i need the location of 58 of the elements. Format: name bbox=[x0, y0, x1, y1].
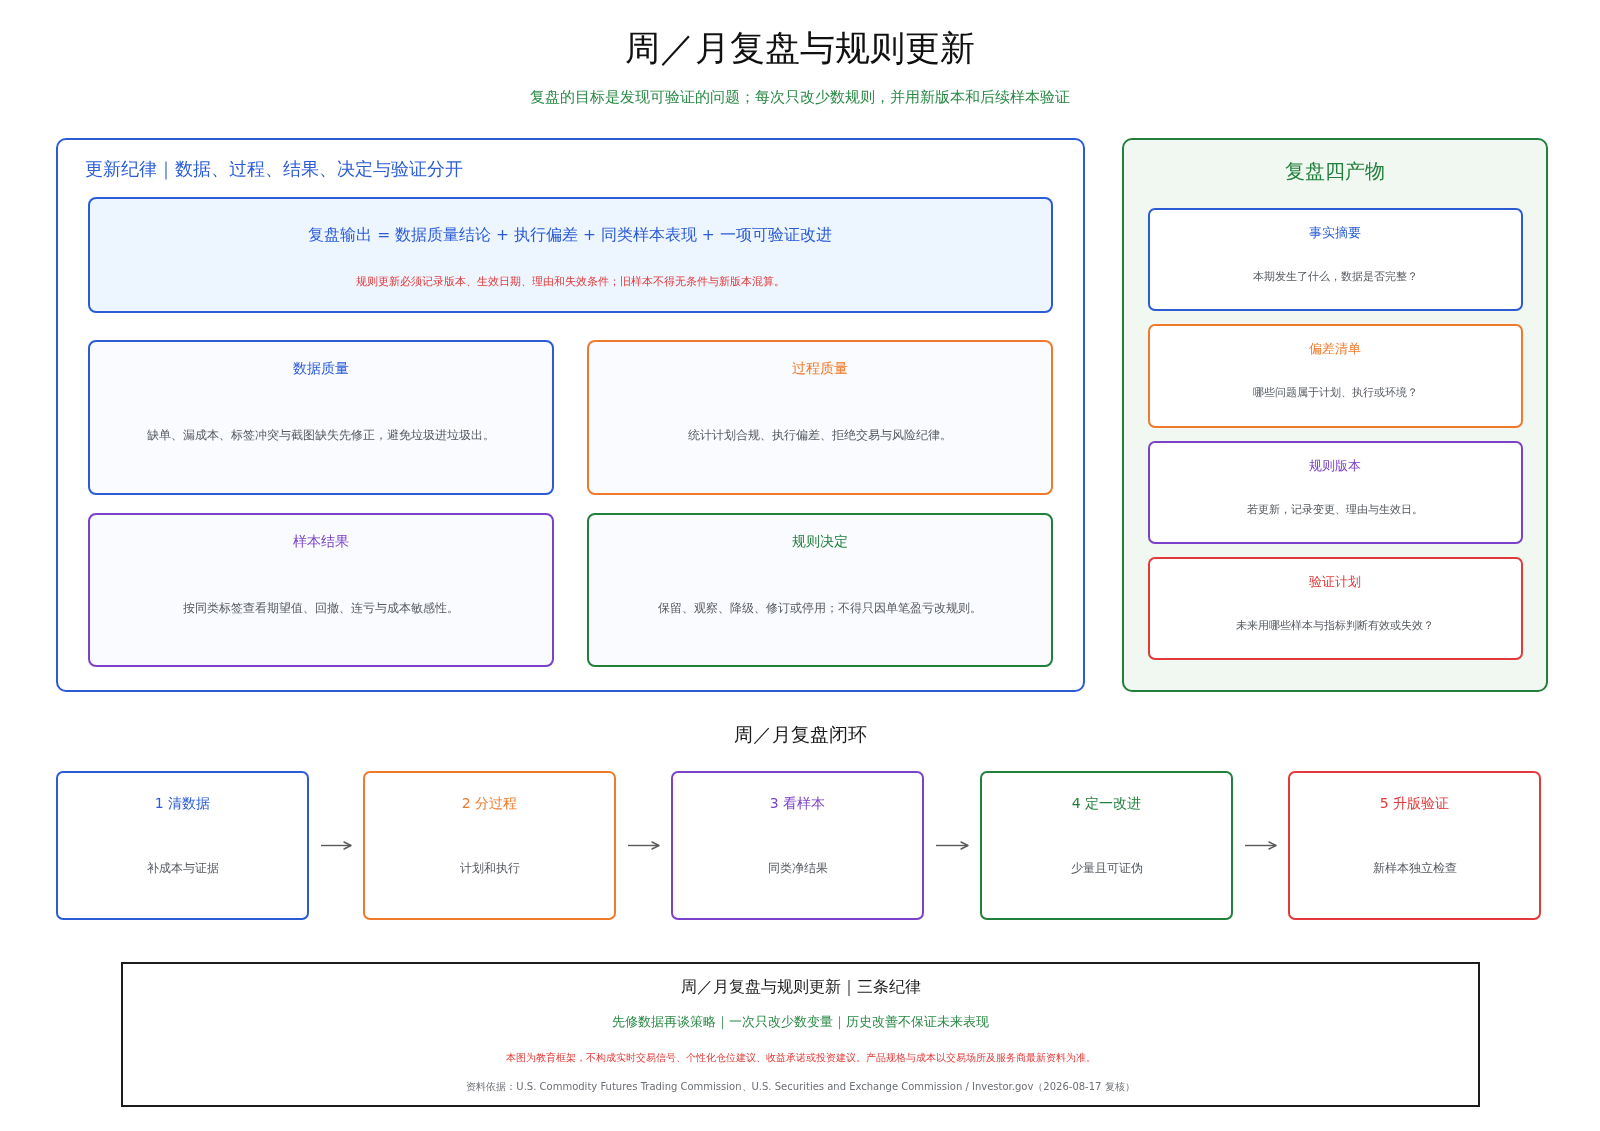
card-title: 事实摘要 bbox=[1309, 223, 1361, 242]
card-title: 过程质量 bbox=[791, 358, 848, 377]
card-title: 偏差清单 bbox=[1309, 339, 1361, 358]
panel-heading: 复盘四产物 bbox=[1285, 158, 1385, 185]
rules-summary: 先修数据再谈策略｜一次只改少数变量｜历史改善不保证未来表现 bbox=[612, 1013, 989, 1031]
step-description: 补成本与证据 bbox=[146, 859, 219, 877]
arrow bbox=[627, 841, 660, 850]
card-description: 本期发生了什么，数据是否完整？ bbox=[1252, 269, 1418, 284]
card-description: 按同类标签查看期望值、回撤、连亏与成本敏感性。 bbox=[182, 600, 459, 617]
card-description: 统计计划合规、执行偏差、拒绝交易与风险纪律。 bbox=[687, 427, 952, 444]
category-card bbox=[586, 512, 1053, 667]
arrow bbox=[1244, 841, 1277, 850]
formula-text: 复盘输出 = 数据质量结论 + 执行偏差 + 同类样本表现 + 一项可验证改进 bbox=[308, 224, 832, 245]
output-card bbox=[1147, 323, 1523, 428]
card-title: 验证计划 bbox=[1309, 572, 1361, 591]
step-box bbox=[980, 771, 1233, 920]
category-card bbox=[87, 339, 554, 495]
arrow bbox=[320, 841, 352, 850]
subtitle: 复盘的目标是发现可验证的问题；每次只改少数规则，并用新版本和后续样本验证 bbox=[530, 88, 1070, 108]
card-description: 保留、观察、降级、修订或停用；不得只因单笔盈亏改规则。 bbox=[657, 600, 982, 617]
arrow bbox=[935, 841, 969, 850]
step-title: 1 清数据 bbox=[154, 793, 211, 813]
step-description: 新样本独立检查 bbox=[1372, 859, 1457, 877]
output-card bbox=[1147, 440, 1523, 544]
card-description: 未来用哪些样本与指标判断有效或失效？ bbox=[1236, 618, 1434, 633]
section-panel bbox=[1122, 138, 1548, 692]
step-description: 少量且可证伪 bbox=[1070, 859, 1143, 877]
step-box bbox=[671, 771, 924, 920]
card-description: 缺单、漏成本、标签冲突与截图缺失先修正，避免垃圾进垃圾出。 bbox=[146, 427, 495, 444]
category-card bbox=[586, 339, 1053, 495]
step-title: 5 升版验证 bbox=[1379, 793, 1450, 813]
panel-heading: 更新纪律｜数据、过程、结果、决定与验证分开 bbox=[85, 156, 463, 181]
title: 周／月复盘与规则更新 bbox=[625, 27, 975, 71]
card-title: 数据质量 bbox=[292, 358, 349, 377]
card-title: 规则决定 bbox=[791, 531, 848, 550]
step-box bbox=[363, 771, 616, 920]
summary-box bbox=[87, 196, 1053, 313]
output-card bbox=[1147, 556, 1523, 660]
output-card bbox=[1147, 207, 1523, 311]
card-title: 样本结果 bbox=[292, 531, 349, 550]
category-card bbox=[87, 512, 554, 667]
source-text: 资料依据：U.S. Commodity Futures Trading Commission、U.S. Securities and Exchange Commission / Investor.gov（2026-08-17 复核） bbox=[466, 1080, 1135, 1094]
section-heading: 周／月复盘闭环 bbox=[733, 721, 867, 747]
step-title: 2 分过程 bbox=[461, 793, 518, 813]
rule-note: 规则更新必须记录版本、生效日期、理由和失效条件；旧样本不得无条件与新版本混算。 bbox=[355, 274, 785, 289]
card-description: 若更新，记录变更、理由与生效日。 bbox=[1247, 502, 1423, 517]
step-box bbox=[1288, 771, 1541, 920]
step-title: 4 定一改进 bbox=[1071, 793, 1142, 813]
step-description: 同类净结果 bbox=[767, 859, 828, 877]
note-heading: 周／月复盘与规则更新｜三条纪律 bbox=[680, 976, 921, 998]
note-box bbox=[121, 962, 1480, 1107]
disclaimer-text: 本图为教育框架，不构成实时交易信号、个性化仓位建议、收益承诺或投资建议。产品规格与成本以交易场所及服务商最新资料为准。 bbox=[505, 1051, 1096, 1065]
card-description: 哪些问题属于计划、执行或环境？ bbox=[1252, 385, 1418, 400]
card-title: 规则版本 bbox=[1309, 456, 1361, 475]
section-panel bbox=[56, 138, 1085, 692]
step-title: 3 看样本 bbox=[769, 793, 826, 813]
step-description: 计划和执行 bbox=[459, 859, 520, 877]
step-box bbox=[56, 771, 309, 920]
